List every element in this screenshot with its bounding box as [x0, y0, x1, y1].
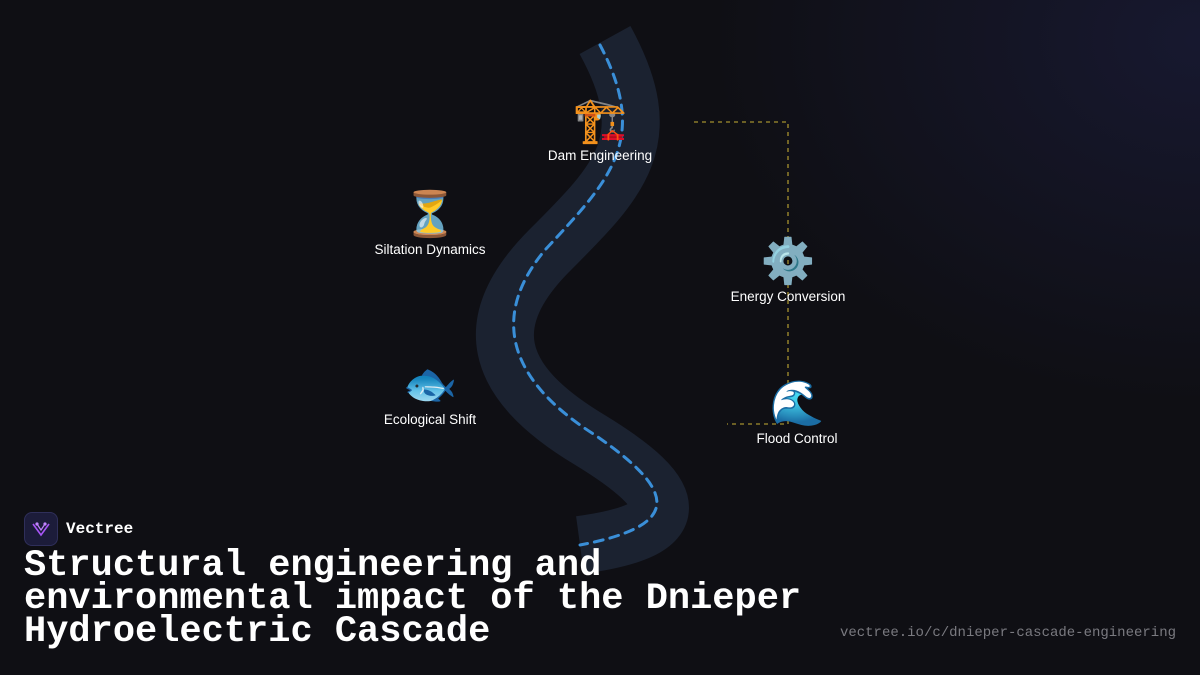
fish-icon: 🐟: [402, 359, 458, 410]
source-url: vectree.io/c/dnieper-cascade-engineering: [839, 625, 1176, 641]
brand-name: Vectree: [66, 520, 134, 538]
vectree-logo-icon: [24, 512, 58, 546]
river-band: [475, 26, 689, 574]
node-label: Dam Engineering: [547, 148, 653, 163]
node-label: Energy Conversion: [730, 289, 846, 304]
node-dam-engineering: 🏗️ Dam Engineering: [547, 95, 653, 164]
node-flood-control: 🌊 Flood Control: [756, 378, 838, 447]
hourglass-icon: ⏳: [402, 189, 458, 240]
node-label: Flood Control: [756, 431, 838, 446]
river-flow-path: [512, 43, 659, 547]
brand: Vectree: [24, 512, 133, 546]
connector-line: [694, 121, 789, 425]
node-energy-conversion: ⚙️ Energy Conversion: [730, 236, 846, 305]
node-label: Siltation Dynamics: [374, 242, 486, 257]
node-siltation-dynamics: ⏳ Siltation Dynamics: [374, 189, 486, 258]
gear-icon: ⚙️: [760, 236, 816, 287]
node-label: Ecological Shift: [383, 412, 477, 427]
page-title: Structural engineering and environmental…: [24, 545, 802, 653]
construction-crane-icon: 🏗️: [572, 95, 628, 146]
node-ecological-shift: 🐟 Ecological Shift: [383, 359, 477, 428]
water-wave-icon: 🌊: [769, 378, 825, 429]
